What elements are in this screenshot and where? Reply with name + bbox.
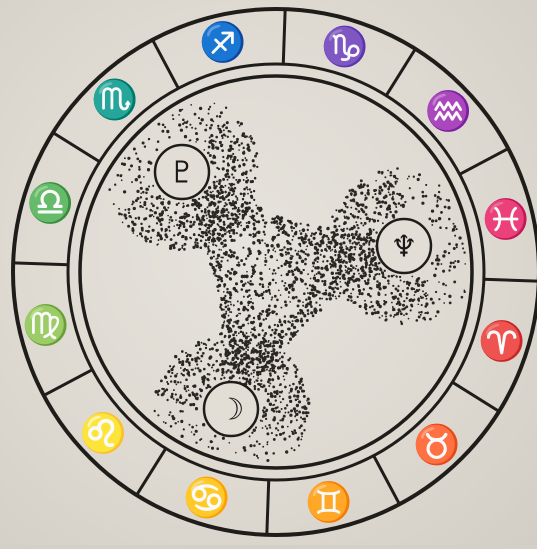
moon-icon: ☽	[218, 393, 245, 428]
aries-sign-icon: ♈	[478, 319, 525, 363]
inner-ring-outer-edge	[68, 64, 484, 480]
virgo-sign-icon: ♍	[22, 303, 69, 347]
neptune-icon: ♆	[391, 230, 418, 265]
libra-sign-icon: ♎	[27, 181, 74, 225]
leo-sign-icon: ♌	[80, 411, 127, 455]
pisces-sign-icon: ♓	[482, 197, 529, 241]
sign-divider	[53, 133, 100, 162]
sign-divider	[460, 149, 509, 175]
sagittarius-sign-icon: ♐	[199, 20, 246, 64]
aquarius-sign-icon: ♒	[425, 89, 472, 133]
sign-divider	[386, 49, 415, 96]
taurus-sign-icon: ♉	[413, 423, 460, 467]
sign-divider	[13, 263, 68, 265]
cancer-sign-icon: ♋	[183, 476, 230, 520]
sign-divider	[153, 40, 179, 89]
sign-divider	[484, 279, 537, 281]
sign-divider	[452, 382, 499, 411]
sign-divider	[137, 448, 166, 495]
sign-divider	[44, 370, 93, 396]
sign-divider	[267, 480, 269, 535]
sign-divider	[374, 456, 400, 505]
capricorn-sign-icon: ♑	[321, 24, 368, 68]
scorpio-sign-icon: ♏	[91, 77, 138, 121]
zodiac-signs: ♐ ♑ ♒ ♓ ♈ ♉ ♊ ♋ ♌ ♍ ♎ ♏	[22, 20, 529, 524]
sign-divider	[283, 9, 285, 64]
pluto-icon: ♇	[169, 156, 196, 191]
gemini-sign-icon: ♊	[305, 480, 352, 524]
